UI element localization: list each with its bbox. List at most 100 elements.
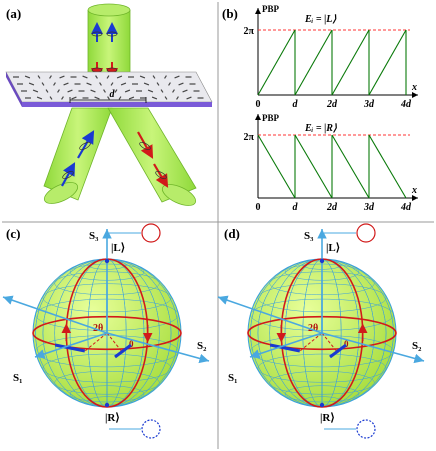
latitude-line — [69, 385, 145, 403]
s1-label: S₁ — [228, 372, 237, 384]
nanorod — [49, 96, 53, 100]
s1-axis-back — [217, 295, 323, 334]
nanorod — [67, 89, 73, 93]
nanorod — [116, 75, 123, 79]
nanorod — [41, 82, 45, 86]
s3-label: S₃ — [89, 230, 99, 242]
period-label: d — [110, 89, 116, 100]
pbp-segment — [257, 29, 296, 96]
nanorod — [95, 75, 98, 79]
nanorod — [53, 82, 56, 86]
pbp-segment — [368, 29, 407, 96]
nanorod — [71, 96, 77, 100]
s1-axis-back — [2, 295, 108, 334]
latitude-line — [54, 370, 160, 395]
s1-axis — [34, 332, 108, 359]
nanorod — [118, 96, 122, 100]
south-pole-dot — [319, 402, 325, 408]
angle-dash — [106, 332, 124, 354]
south-pole-dot — [104, 402, 110, 408]
nanorod — [120, 82, 127, 86]
ket-l-label: |L⟩ — [111, 242, 125, 254]
pbp-segment — [331, 29, 370, 96]
nanorod — [168, 82, 171, 86]
nanorod — [49, 75, 52, 79]
ytick-2pi-bottom: 2π — [244, 132, 255, 143]
nanorod — [36, 96, 43, 100]
nanorod — [151, 96, 158, 100]
polarization-bar — [54, 343, 86, 353]
x-tick-label: 4d — [400, 202, 412, 213]
blue-arrow-icon — [77, 130, 95, 159]
nanorod — [63, 82, 69, 86]
nanorod — [114, 89, 118, 93]
nanorod — [59, 75, 65, 79]
angle-label: 2θ — [93, 323, 103, 334]
nanorod — [172, 89, 175, 93]
equation-top: Eᵢ = |L⟩ — [304, 14, 337, 25]
panel-label-a: (a) — [6, 6, 21, 21]
nanorod — [103, 89, 106, 93]
polarization-bar — [329, 343, 347, 359]
pbp-segment — [368, 134, 407, 199]
nanorod — [86, 82, 92, 86]
nanorod — [106, 75, 110, 79]
x-tick-label: d — [293, 202, 299, 213]
polarization-bar — [269, 343, 301, 353]
lcp-circle-icon — [356, 419, 376, 439]
latitude-line — [257, 353, 387, 383]
blue-arrow-icon — [61, 162, 76, 187]
x-tick-label: 4d — [400, 99, 412, 110]
nanorod — [32, 89, 39, 93]
ytick-2pi-top: 2π — [244, 26, 255, 37]
equation-bottom: Eᵢ = |R⟩ — [304, 123, 338, 134]
s3-label: S₃ — [304, 230, 314, 242]
rcp-circle-icon — [141, 223, 161, 243]
lcp-circle-icon — [141, 419, 161, 439]
zero-label: 0 — [129, 339, 134, 349]
metasurface-slab: d — [5, 71, 213, 107]
panel-label-c: (c) — [6, 226, 20, 241]
s1-axis — [249, 332, 323, 359]
ket-l-label: |L⟩ — [326, 242, 340, 254]
incident-beam — [87, 3, 131, 96]
s1-label: S₁ — [13, 372, 22, 384]
s2-axis — [321, 332, 425, 364]
rcp-circle-icon — [356, 223, 376, 243]
nanorod — [164, 75, 167, 79]
nanorod — [110, 82, 114, 86]
nanorod — [99, 82, 102, 86]
s2-axis — [106, 332, 210, 364]
nanorod — [178, 82, 184, 86]
nanorod — [147, 89, 154, 93]
nanorod — [107, 96, 110, 100]
xlabel-top: x — [411, 82, 417, 93]
nanorod — [156, 82, 160, 86]
panel-label-d: (d) — [224, 226, 240, 241]
nanorod — [182, 89, 188, 93]
xlabel-bottom: x — [411, 185, 417, 196]
ket-r-label: |R⟩ — [105, 412, 120, 424]
angle-label: 2θ — [308, 323, 318, 334]
latitude-line — [269, 370, 375, 395]
nanorod — [174, 75, 180, 79]
panel-a: (a) d — [5, 3, 213, 206]
latitude-line — [42, 353, 172, 383]
north-pole-dot — [104, 258, 110, 264]
latitude-line — [284, 385, 360, 403]
transmitted-beams — [43, 107, 197, 206]
nanorod — [61, 96, 64, 100]
north-pole-dot — [319, 258, 325, 264]
pbp-segment — [257, 134, 296, 199]
nanorod — [164, 96, 168, 100]
nanorod — [82, 75, 88, 79]
nanorod — [94, 96, 100, 100]
x-tick-label: 3d — [363, 202, 375, 213]
ket-r-label: |R⟩ — [320, 412, 335, 424]
angle-dash — [321, 332, 339, 354]
x-tick-label: 2d — [326, 99, 338, 110]
